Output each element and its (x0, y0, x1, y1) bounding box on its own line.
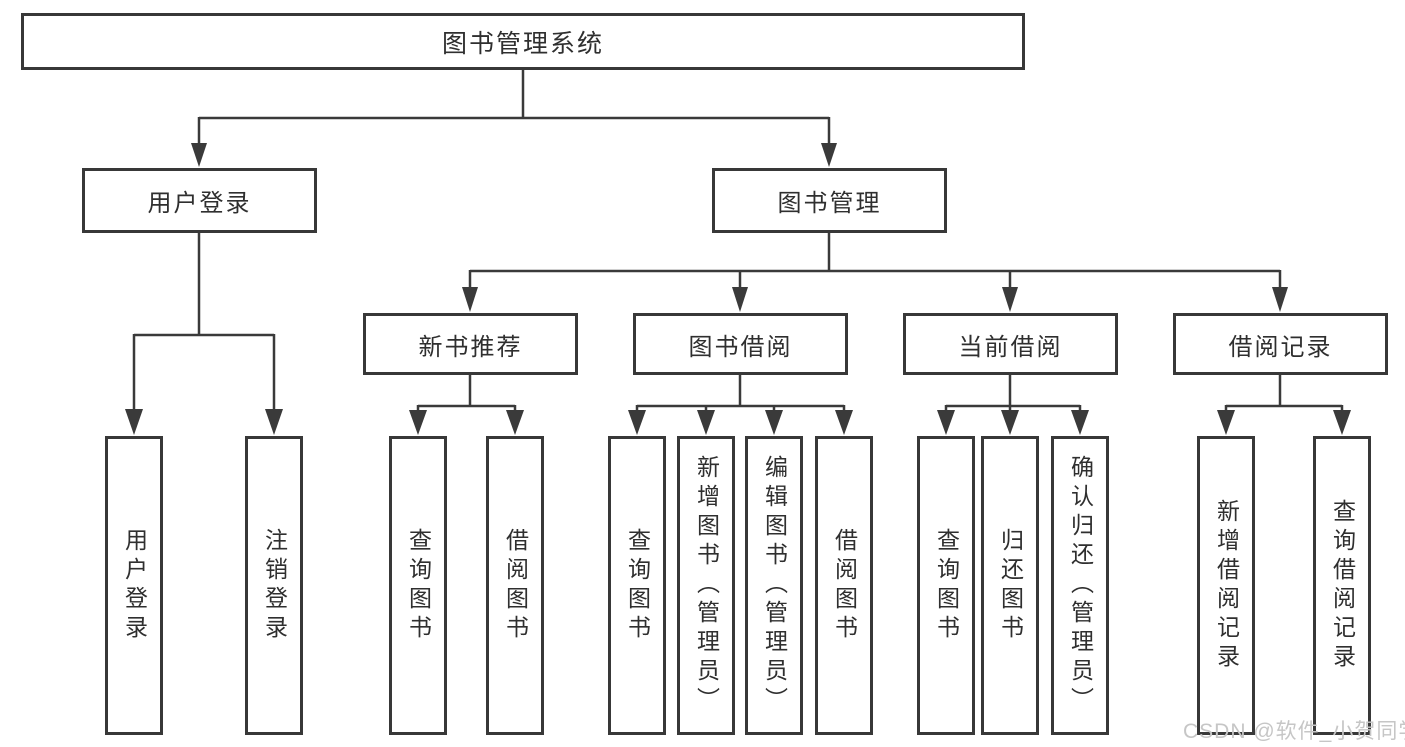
node-borrow-record-label: 借阅记录 (1228, 333, 1333, 361)
node-leaf-add-borrow-record-label: 新增借阅记录 (1213, 498, 1240, 673)
node-leaf-confirm-return-admin-label: 确认归还（管理员） (1067, 455, 1094, 716)
node-borrow-record: 借阅记录 (1173, 313, 1388, 375)
connector-book-management-to-level3 (462, 233, 1288, 312)
node-user-login: 用户登录 (82, 168, 317, 233)
node-leaf-user-login: 用户登录 (105, 436, 163, 735)
node-book-management-label: 图书管理 (777, 190, 882, 217)
node-leaf-query-book-borrow-label: 查询图书 (624, 527, 651, 644)
node-leaf-logout: 注销登录 (245, 436, 303, 735)
node-leaf-query-book-current-label: 查询图书 (933, 527, 960, 644)
node-leaf-query-book-borrow: 查询图书 (608, 436, 666, 735)
node-leaf-query-borrow-record: 查询借阅记录 (1313, 436, 1371, 735)
node-book-borrow-label: 图书借阅 (688, 333, 793, 361)
node-current-borrow-label: 当前借阅 (958, 333, 1063, 361)
node-leaf-borrow-book-borrow: 借阅图书 (815, 436, 873, 735)
node-leaf-return-book: 归还图书 (981, 436, 1039, 735)
connector-current-borrow-to-leaves (937, 375, 1089, 435)
node-root: 图书管理系统 (21, 13, 1025, 70)
node-leaf-add-book-admin-label: 新增图书（管理员） (693, 455, 720, 716)
node-leaf-borrow-book-borrow-label: 借阅图书 (831, 527, 858, 644)
node-leaf-query-book-recommend: 查询图书 (389, 436, 447, 735)
connector-borrow-record-to-leaves (1217, 375, 1351, 435)
connector-root-to-level2 (191, 69, 837, 167)
node-leaf-edit-book-admin: 编辑图书（管理员） (745, 436, 803, 735)
node-leaf-borrow-book-recommend: 借阅图书 (486, 436, 544, 735)
node-leaf-query-borrow-record-label: 查询借阅记录 (1329, 498, 1356, 673)
node-new-book-recommend: 新书推荐 (363, 313, 578, 375)
node-new-book-recommend-label: 新书推荐 (418, 333, 523, 361)
node-leaf-edit-book-admin-label: 编辑图书（管理员） (761, 455, 788, 716)
node-leaf-return-book-label: 归还图书 (997, 527, 1024, 644)
watermark-text: CSDN @软件_小贺同学 (1183, 720, 1405, 743)
node-leaf-user-login-label: 用户登录 (121, 527, 148, 644)
node-leaf-confirm-return-admin: 确认归还（管理员） (1051, 436, 1109, 735)
node-leaf-logout-label: 注销登录 (261, 527, 288, 644)
node-root-label: 图书管理系统 (441, 29, 604, 58)
node-leaf-query-book-recommend-label: 查询图书 (405, 527, 432, 644)
connector-new-book-recommend-to-leaves (409, 375, 524, 435)
connector-user-login-to-leaves (125, 232, 283, 435)
node-user-login-label: 用户登录 (147, 190, 252, 217)
node-leaf-query-book-current: 查询图书 (917, 436, 975, 735)
connector-book-borrow-to-leaves (628, 375, 853, 435)
node-book-borrow: 图书借阅 (633, 313, 848, 375)
node-leaf-add-book-admin: 新增图书（管理员） (677, 436, 735, 735)
node-book-management: 图书管理 (712, 168, 947, 233)
node-leaf-add-borrow-record: 新增借阅记录 (1197, 436, 1255, 735)
node-current-borrow: 当前借阅 (903, 313, 1118, 375)
node-leaf-borrow-book-recommend-label: 借阅图书 (502, 527, 529, 644)
